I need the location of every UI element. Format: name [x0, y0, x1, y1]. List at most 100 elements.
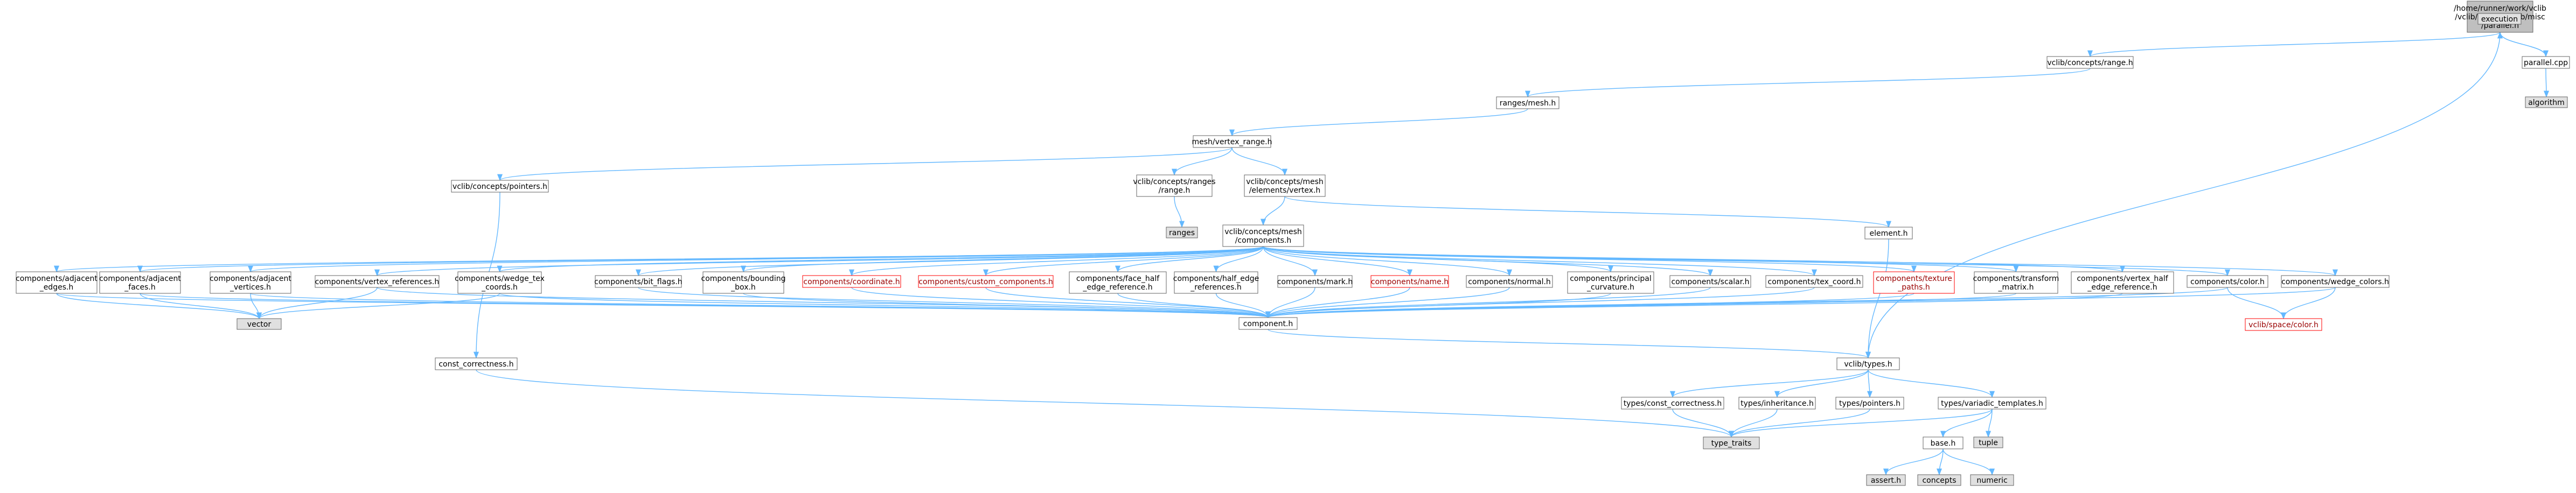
node-c-texture-paths[interactable]: components/texture_paths.h: [1873, 271, 1955, 294]
edge-t_pointers-to-type_traits: [1729, 409, 1870, 438]
edge-mesh_components-to-c_adj_vertices: [248, 246, 1264, 273]
node-type-traits: type_traits: [1703, 436, 1760, 449]
node-label: _references.h: [1190, 283, 1241, 292]
node-c-wedge-tex[interactable]: components/wedge_tex_coords.h: [455, 271, 545, 294]
node-label: type_traits: [1711, 439, 1752, 448]
edge-mesh_components-to-c_face_half: [1115, 246, 1264, 273]
node-c-bit-flags[interactable]: components/bit_flags.h: [594, 275, 683, 288]
node-c-coordinate[interactable]: components/coordinate.h: [802, 275, 901, 288]
node-box: [1136, 174, 1213, 197]
node-c-adj-vertices[interactable]: components/adjacent_vertices.h: [210, 271, 291, 294]
edge-c_adj_edges-to-vector: [56, 293, 262, 320]
node-box: [1069, 271, 1167, 294]
node-box: [1669, 275, 1751, 288]
node-c-custom[interactable]: components/custom_components.h: [918, 275, 1054, 288]
node-box: [1970, 474, 2014, 486]
node-label: components/principal: [1570, 274, 1652, 283]
node-label: ranges: [1169, 229, 1195, 237]
edge-mesh_components-to-c_wedge_tex: [497, 246, 1264, 273]
edge-t_variadic-to-base: [1940, 409, 1993, 438]
node-c-normal[interactable]: components/normal.h: [1466, 275, 1553, 288]
node-label: vclib/concepts/mesh: [1246, 178, 1324, 186]
node-label: types/pointers.h: [1839, 399, 1900, 408]
edge-mesh_components-to-c_mark: [1263, 246, 1318, 277]
node-label: vclib/concepts/mesh: [1224, 228, 1302, 236]
node-box: [1836, 357, 1900, 370]
node-label: components/adjacent: [99, 274, 181, 283]
node-types[interactable]: vclib/types.h: [1836, 357, 1900, 370]
edge-c_color-to-space_color: [2227, 287, 2286, 320]
edge-root-to-concepts_range: [2087, 32, 2501, 58]
node-t-pointers[interactable]: types/pointers.h: [1835, 397, 1904, 410]
node-box: [1277, 275, 1353, 288]
node-mesh-elements-vertex[interactable]: vclib/concepts/mesh/elements/vertex.h: [1244, 174, 1326, 197]
node-box: [2522, 56, 2570, 69]
node-box: [1864, 227, 1913, 240]
node-c-vertex-refs[interactable]: components/vertex_references.h: [315, 275, 440, 288]
node-box: [2281, 275, 2390, 288]
node-c-wedge-colors[interactable]: components/wedge_colors.h: [2281, 275, 2390, 288]
edge-c_name-to-component: [1265, 287, 1410, 319]
node-c-face-half[interactable]: components/face_half_edge_reference.h: [1069, 271, 1167, 294]
node-box: [1738, 397, 1816, 410]
node-c-vertex-half[interactable]: components/vertex_half_edge_reference.h: [2071, 271, 2174, 294]
node-c-color[interactable]: components/color.h: [2187, 275, 2268, 288]
node-concepts-ranges-range[interactable]: vclib/concepts/ranges/range.h: [1133, 174, 1216, 197]
node-base[interactable]: base.h: [1923, 436, 1964, 449]
edge-c_wedge_tex-to-component: [499, 293, 1271, 319]
node-space-color[interactable]: vclib/space/color.h: [2245, 318, 2322, 331]
node-label: components/half_edge: [1173, 274, 1259, 283]
node-t-const-correctness[interactable]: types/const_correctness.h: [1621, 397, 1724, 410]
node-box: [1835, 397, 1904, 410]
edge-c_wedge_colors-to-component: [1265, 287, 2336, 319]
node-c-adj-faces[interactable]: components/adjacent_faces.h: [99, 271, 181, 294]
edge-mesh_components-to-c_custom: [983, 246, 1264, 277]
node-c-transform[interactable]: components/transform_matrix.h: [1973, 271, 2059, 294]
node-label: components/wedge_tex: [455, 274, 545, 283]
node-component[interactable]: component.h: [1238, 317, 1298, 330]
node-const-correctness[interactable]: const_correctness.h: [435, 357, 518, 370]
node-c-half-edge[interactable]: components/half_edge_references.h: [1173, 271, 1259, 294]
node-c-adj-edges[interactable]: components/adjacent_edges.h: [16, 271, 98, 294]
node-label: components/custom_components.h: [918, 278, 1053, 286]
edge-c_adj_edges-to-component: [56, 293, 1270, 319]
node-execution: execution: [2477, 13, 2522, 25]
node-vertex-range[interactable]: mesh/vertex_range.h: [1192, 135, 1272, 148]
node-c-scalar[interactable]: components/scalar.h: [1669, 275, 1751, 288]
node-box: [802, 275, 901, 288]
node-label: _vertices.h: [229, 283, 271, 292]
node-box: [1166, 227, 1198, 238]
edge-mesh_components-to-c_coordinate: [849, 246, 1264, 277]
node-t-variadic[interactable]: types/variadic_templates.h: [1938, 397, 2046, 410]
edge-c_wedge_colors-to-space_color: [2280, 287, 2336, 320]
node-mesh-components[interactable]: vclib/concepts/mesh/components.h: [1222, 224, 1304, 247]
node-ranges-mesh[interactable]: ranges/mesh.h: [1496, 96, 1559, 109]
node-c-tex-coord[interactable]: components/tex_coord.h: [1765, 275, 1863, 288]
edge-types-to-t_pointers: [1867, 369, 1873, 398]
node-c-bounding-box[interactable]: components/bounding_box.h: [701, 271, 786, 294]
edge-t_const_correctness-to-type_traits: [1672, 409, 1734, 438]
edge-element-to-types: [1865, 238, 1889, 359]
node-box: [1917, 474, 1961, 486]
node-concepts-pointers[interactable]: vclib/concepts/pointers.h: [451, 180, 549, 193]
node-label: components/mark.h: [1277, 278, 1353, 286]
node-label: components/name.h: [1371, 278, 1449, 286]
edge-ranges_mesh-to-vertex_range: [1229, 108, 1528, 137]
node-label: concepts: [1922, 476, 1956, 485]
node-label: algorithm: [2528, 98, 2565, 107]
node-box: [99, 271, 181, 294]
node-label: components/wedge_colors.h: [2281, 278, 2389, 286]
node-box: [210, 271, 291, 294]
node-parallel-cpp[interactable]: parallel.cpp: [2522, 56, 2570, 69]
node-c-mark[interactable]: components/mark.h: [1277, 275, 1353, 288]
node-label: vclib/types.h: [1844, 360, 1892, 369]
node-t-inheritance[interactable]: types/inheritance.h: [1738, 397, 1816, 410]
node-concepts-range[interactable]: vclib/concepts/range.h: [2046, 56, 2134, 69]
node-c-principal[interactable]: components/principal_curvature.h: [1567, 271, 1654, 294]
node-element[interactable]: element.h: [1864, 227, 1913, 240]
edge-c_adj_faces-to-vector: [140, 293, 262, 320]
node-c-name[interactable]: components/name.h: [1370, 275, 1449, 288]
node-box: [457, 271, 542, 294]
node-concepts: concepts: [1917, 474, 1961, 486]
edge-types-to-t_variadic: [1868, 369, 1995, 398]
